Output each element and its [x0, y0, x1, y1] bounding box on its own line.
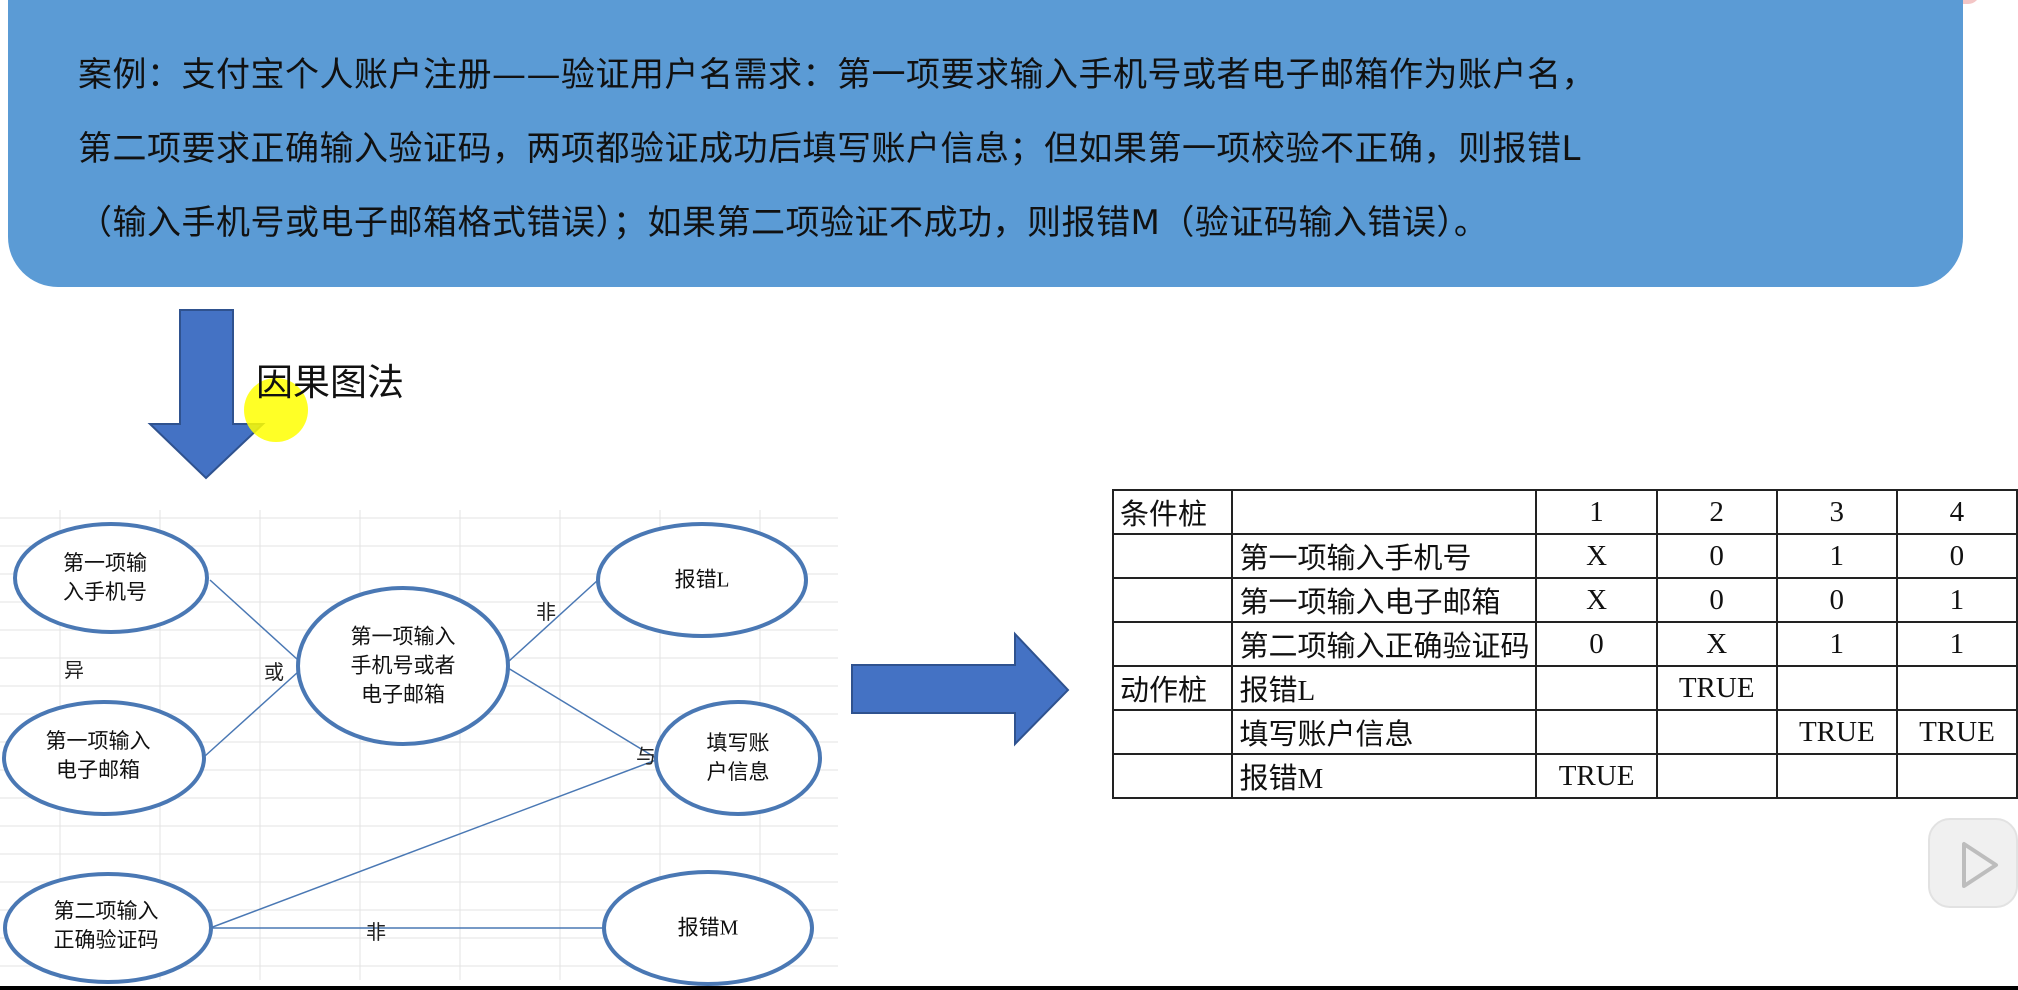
table-cell: 填写账户信息: [1231, 709, 1538, 755]
table-row: 填写账户信息 TRUE TRUE: [1111, 709, 2018, 755]
node-effect-error-l-text: 报错L: [674, 567, 730, 592]
relation-exclusive-label: 异: [64, 660, 84, 682]
relation-or-label: 或: [264, 662, 284, 684]
table-row: 动作桩 报错L TRUE: [1111, 665, 2018, 711]
table-cell: 条件桩: [1111, 489, 1234, 535]
table-row: 第一项输入手机号 X 0 1 0: [1111, 533, 2018, 579]
node-effect-error-m: [602, 870, 814, 986]
case-text-line-3: （输入手机号或电子邮箱格式错误）；如果第二项验证不成功，则报错M（验证码输入错误…: [78, 203, 1489, 243]
node-cause-phone: [13, 522, 209, 634]
table-cell: [1111, 533, 1234, 579]
case-description-banner: 案例：支付宝个人账户注册——验证用户名需求：第一项要求输入手机号或者电子邮箱作为…: [8, 0, 1963, 287]
table-row: 第二项输入正确验证码 0 X 1 1: [1111, 621, 2018, 667]
right-arrow-icon: [851, 631, 1070, 747]
table-cell: [1775, 753, 1898, 799]
table-cell: [1111, 753, 1234, 799]
table-cell: 第二项输入正确验证码: [1231, 621, 1538, 667]
table-cell: [1895, 665, 2018, 711]
table-cell: 3: [1775, 489, 1898, 535]
decision-table: 条件桩 1 2 3 4 第一项输入手机号 X 0 1 0 第一项输入电子邮箱 X…: [1111, 489, 2018, 799]
table-cell: 第一项输入电子邮箱: [1231, 577, 1538, 623]
table-header-row: 条件桩 1 2 3 4: [1111, 489, 2018, 535]
case-text-line-1: 案例：支付宝个人账户注册——验证用户名需求：第一项要求输入手机号或者电子邮箱作为…: [78, 55, 1596, 95]
table-cell: 动作桩: [1111, 665, 1234, 711]
table-cell: [1775, 665, 1898, 711]
table-cell: 0: [1655, 533, 1778, 579]
table-cell: TRUE: [1775, 709, 1898, 755]
table-cell: 4: [1895, 489, 2018, 535]
table-cell: X: [1535, 533, 1658, 579]
node-effect-fill-info-text: 填写账 户信息: [706, 731, 770, 784]
table-row: 第一项输入电子邮箱 X 0 0 1: [1111, 577, 2018, 623]
table-cell: 第一项输入手机号: [1231, 533, 1538, 579]
table-cell: [1535, 709, 1658, 755]
node-effect-error-l: [596, 522, 808, 638]
table-cell: [1655, 709, 1778, 755]
table-cell: 报错M: [1231, 753, 1538, 799]
table-cell: 0: [1655, 577, 1778, 623]
bottom-bar: [0, 986, 2018, 990]
table-cell: [1111, 709, 1234, 755]
table-cell: 0: [1775, 577, 1898, 623]
node-middle-text: 第一项输入 手机号或者 电子邮箱: [350, 624, 456, 707]
table-cell: [1111, 621, 1234, 667]
node-middle: [296, 586, 510, 746]
table-cell: TRUE: [1655, 665, 1778, 711]
table-cell: 1: [1895, 577, 2018, 623]
table-cell: 1: [1775, 533, 1898, 579]
node-effect-error-m-text: 报错M: [677, 915, 739, 940]
method-label: 因果图法: [256, 361, 404, 404]
node-cause-captcha-text: 第二项输入 正确验证码: [53, 899, 159, 952]
down-arrow-icon: [147, 309, 266, 480]
table-row: 报错M TRUE: [1111, 753, 2018, 799]
graph-nodes: [2, 522, 822, 986]
table-cell: TRUE: [1535, 753, 1658, 799]
play-button[interactable]: [1928, 818, 2018, 908]
table-cell: 报错L: [1231, 665, 1538, 711]
table-cell: 0: [1535, 621, 1658, 667]
relation-not-label-bottom: 非: [366, 922, 386, 944]
table-cell: [1655, 753, 1778, 799]
table-cell: [1231, 489, 1538, 535]
node-effect-fill-info: [654, 700, 822, 816]
table-cell: 1: [1895, 621, 2018, 667]
relation-and-label: 与: [636, 746, 656, 768]
table-cell: 2: [1655, 489, 1778, 535]
table-cell: [1895, 753, 2018, 799]
graph-edges: [204, 579, 657, 929]
table-cell: [1535, 665, 1658, 711]
table-cell: [1111, 577, 1234, 623]
table-cell: X: [1655, 621, 1778, 667]
table-cell: TRUE: [1895, 709, 2018, 755]
node-cause-phone-text: 第一项输 入手机号: [63, 551, 147, 604]
node-cause-email-text: 第一项输入 电子邮箱: [45, 729, 151, 782]
case-text-line-2: 第二项要求正确输入验证码，两项都验证成功后填写账户信息；但如果第一项校验不正确，…: [78, 129, 1581, 169]
node-cause-captcha: [3, 872, 213, 984]
table-cell: 0: [1895, 533, 2018, 579]
relation-not-label-top: 非: [536, 602, 556, 624]
play-icon: [1962, 842, 1998, 888]
node-cause-email: [2, 700, 206, 816]
cursor-highlight: [244, 378, 308, 442]
table-cell: 1: [1535, 489, 1658, 535]
table-cell: X: [1535, 577, 1658, 623]
table-cell: 1: [1775, 621, 1898, 667]
